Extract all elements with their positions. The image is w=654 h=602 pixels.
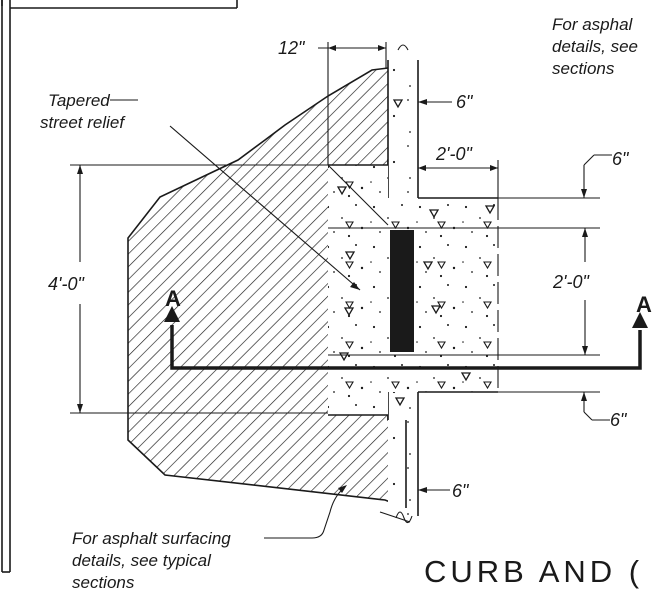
sheet-frame — [1, 0, 238, 573]
note-bottom-line1: For asphalt surfacing — [72, 529, 231, 548]
tapered-label-line2: street relief — [40, 113, 126, 132]
note-bottom-line3: sections — [72, 573, 135, 592]
dim-6in-bottom: 6" — [452, 481, 470, 501]
dim-6in-bottom-group: 6" — [418, 481, 470, 501]
dim-12in: 12" — [278, 38, 306, 58]
dim-6in-top: 6" — [456, 92, 474, 112]
dim-12in-group: 12" — [278, 38, 409, 165]
dim-6in-top-group: 6" — [418, 92, 474, 112]
note-top-line3: sections — [552, 59, 615, 78]
dim-2ft-right-group: 2'-0" — [552, 228, 590, 355]
tapered-relief-callout: Tapered street relief — [40, 91, 389, 291]
dim-2ft-top-group: 2'-0" — [418, 144, 499, 198]
grate — [390, 230, 414, 352]
aggregate-marks — [336, 99, 496, 407]
dim-2ft-top: 2'-0" — [435, 144, 473, 164]
section-mark-left: A — [165, 286, 181, 311]
dim-6in-right-bottom-group: 6" — [581, 392, 628, 430]
dim-6in-right-bottom: 6" — [610, 410, 628, 430]
drawing-title: CURB AND ( — [424, 554, 643, 589]
dim-4ft-group: 4'-0" — [48, 165, 85, 413]
dim-6in-right-top-group: 6" — [581, 149, 630, 198]
asphalt-note-bottom: For asphalt surfacing details, see typic… — [72, 485, 347, 592]
asphalt-note-top: For asphal details, see sections — [552, 15, 638, 78]
break-marks — [379, 511, 413, 524]
dim-6in-right-top: 6" — [612, 149, 630, 169]
section-mark-right: A — [636, 292, 652, 317]
dim-2ft-right: 2'-0" — [552, 272, 590, 292]
tapered-label-line1: Tapered — [48, 91, 110, 110]
note-top-line2: details, see — [552, 37, 638, 56]
section-cut-line: A A — [164, 286, 652, 370]
note-bottom-line2: details, see typical — [72, 551, 212, 570]
dim-4ft: 4'-0" — [48, 274, 85, 294]
note-top-line1: For asphal — [552, 15, 634, 34]
